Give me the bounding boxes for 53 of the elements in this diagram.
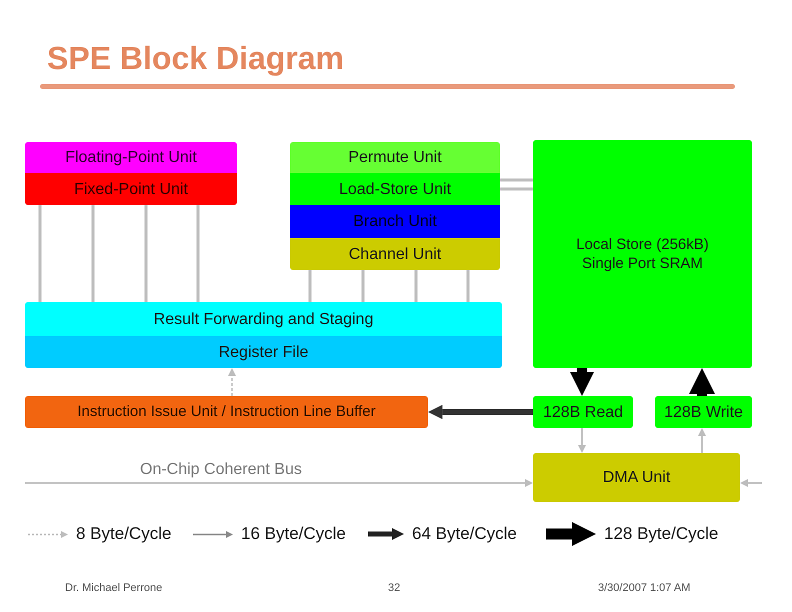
unit-block <box>533 453 740 502</box>
unit-block <box>290 205 500 238</box>
unit-label: Fixed-Point Unit <box>74 180 188 198</box>
unit-block <box>25 173 237 205</box>
unit-label: Channel Unit <box>348 244 442 264</box>
legend-label: 64 Byte/Cycle <box>412 523 517 545</box>
unit-block <box>290 238 500 270</box>
connector-line <box>38 205 42 302</box>
legend-label: 8 Byte/Cycle <box>76 523 172 545</box>
unit-block <box>25 302 502 336</box>
arrow <box>570 368 594 396</box>
unit-label: Local Store (256kB) Single Port SRAM <box>575 235 710 273</box>
arrow <box>689 368 715 396</box>
unit-block <box>25 396 428 428</box>
connector-line <box>500 188 533 190</box>
connector-line <box>414 270 418 302</box>
arrow <box>740 479 762 487</box>
unit-block <box>25 336 502 368</box>
unit-label: Register File <box>218 342 308 362</box>
connector-line <box>466 270 470 302</box>
unit-label: 128B Read <box>542 402 624 422</box>
unit-label: Load-Store Unit <box>338 180 452 198</box>
unit-label: DMA Unit <box>602 468 670 487</box>
unit-block <box>533 396 633 428</box>
arrow <box>428 404 533 420</box>
footer-text: 3/30/2007 1:07 AM <box>598 582 690 595</box>
slide-title: SPE Block Diagram <box>47 39 344 78</box>
connector-line <box>144 205 148 302</box>
unit-block <box>290 173 500 205</box>
unit-block <box>533 140 752 368</box>
unit-label: Floating-Point Unit <box>65 148 197 167</box>
connector-line <box>308 270 312 302</box>
unit-label: Instruction Issue Unit / Instruction Line Buffer <box>77 402 376 422</box>
unit-block <box>25 142 237 173</box>
unit-label: Branch Unit <box>353 212 437 231</box>
edge-label: On-Chip Coherent Bus <box>138 460 304 479</box>
legend-label: 16 Byte/Cycle <box>241 523 346 545</box>
legend-label: 128 Byte/Cycle <box>604 523 718 545</box>
arrow <box>578 428 586 453</box>
unit-block <box>655 396 752 428</box>
connector-line <box>92 205 94 302</box>
footer-text: 32 <box>388 582 400 595</box>
unit-label: 128B Write <box>664 402 743 422</box>
connector-line <box>500 178 533 182</box>
dashed-arrow <box>228 368 236 396</box>
connector-line <box>196 205 200 302</box>
arrow <box>698 428 706 453</box>
unit-label: Result Forwarding and Staging <box>154 310 374 328</box>
footer-text: Dr. Michael Perrone <box>65 582 162 595</box>
unit-block <box>290 142 500 173</box>
arrow <box>25 479 533 487</box>
connector-line <box>362 270 364 302</box>
unit-label: Permute Unit <box>348 148 442 167</box>
